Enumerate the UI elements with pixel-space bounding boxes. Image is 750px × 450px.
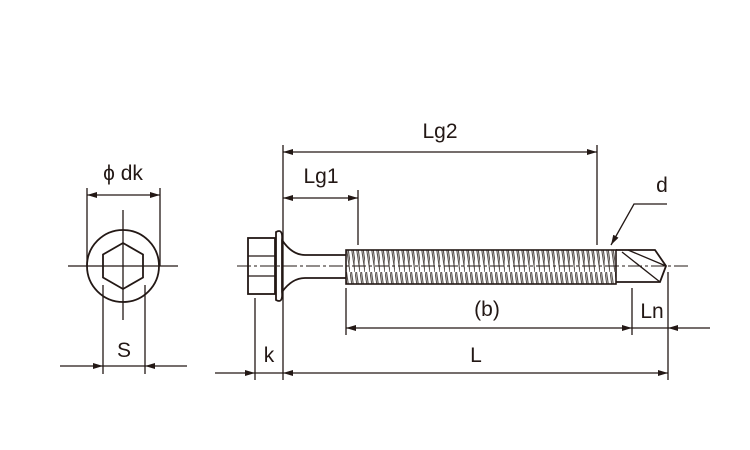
b-label: (b) — [474, 298, 500, 321]
k-label: k — [264, 344, 275, 367]
end-view: ϕ dk S — [60, 162, 187, 374]
l-label: L — [470, 344, 482, 367]
lg2-label: Lg2 — [422, 120, 457, 143]
s-label: S — [117, 339, 131, 362]
shank — [281, 239, 346, 293]
d-leader — [610, 203, 667, 246]
d-label: d — [656, 174, 668, 197]
thread — [345, 249, 617, 285]
dk-label: ϕ dk — [103, 162, 143, 185]
ln-label: Ln — [640, 300, 663, 323]
lg1-label: Lg1 — [303, 165, 338, 188]
side-view: Lg2 Lg1 d (b) Ln L k — [215, 120, 710, 380]
